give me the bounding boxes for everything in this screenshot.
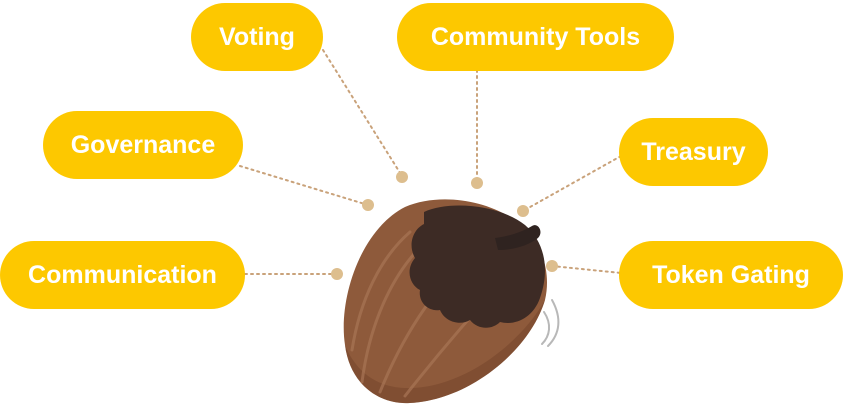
feature-pill-token-gating: Token Gating — [619, 241, 843, 309]
acorn-stem — [495, 225, 541, 250]
connector-dot-treasury — [517, 205, 529, 217]
feature-label: Treasury — [641, 137, 746, 166]
acorn-ridge — [350, 230, 412, 352]
feature-pill-communication: Communication — [0, 241, 245, 309]
connector-token-gating — [551, 265, 622, 274]
connector-dot-governance — [362, 199, 374, 211]
feature-pill-governance: Governance — [43, 111, 243, 179]
connector-treasury — [522, 155, 622, 212]
feature-label: Governance — [70, 130, 216, 159]
connector-voting — [322, 49, 403, 177]
motion-mark — [547, 299, 560, 347]
connector-dot-token-gating — [546, 260, 558, 272]
feature-pill-voting: Voting — [191, 3, 323, 71]
feature-pill-community-tools: Community Tools — [397, 3, 674, 71]
connector-dot-voting — [396, 171, 408, 183]
feature-label: Token Gating — [652, 260, 810, 289]
motion-mark — [541, 311, 550, 345]
acorn-icon — [343, 199, 560, 404]
feature-label: Communication — [28, 260, 217, 289]
feature-pill-treasury: Treasury — [619, 118, 768, 186]
connector-governance — [239, 165, 369, 206]
feature-label: Community Tools — [430, 22, 641, 51]
connector-dot-communication — [331, 268, 343, 280]
connector-dot-community-tools — [471, 177, 483, 189]
feature-label: Voting — [219, 22, 295, 51]
acorn-shade — [345, 300, 545, 404]
